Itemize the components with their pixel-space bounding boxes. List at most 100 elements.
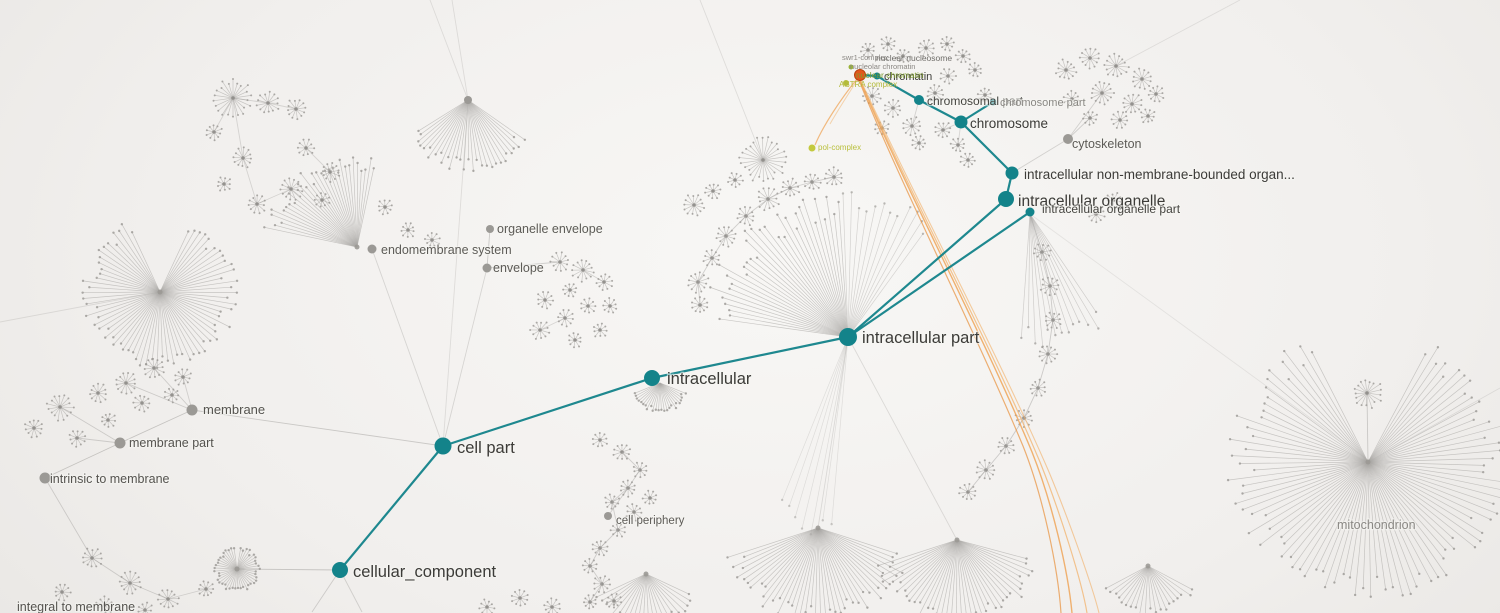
flower-tip-dot [571, 274, 574, 277]
fan-tip-dot [1247, 531, 1251, 535]
graph-edge-gray [442, 101, 469, 447]
flower-spoke [59, 406, 68, 416]
fan-tip-dot [644, 404, 647, 407]
flower-center-dot [648, 496, 652, 500]
label-chromatin[interactable]: chromatin [883, 70, 934, 85]
flower-tip-dot [1073, 66, 1076, 69]
flower-tip-dot [1032, 252, 1035, 255]
flower-tip-dot [594, 335, 597, 338]
term-node-selected[interactable] [1005, 166, 1019, 180]
flower-tip-dot [595, 541, 598, 544]
fan-tip-dot [239, 586, 242, 590]
fan-tip-dot [1244, 447, 1248, 451]
label-nuclear-nucleosome[interactable]: nuclear nucleosome [876, 53, 952, 63]
label-cytoskeleton[interactable]: cytoskeleton [1071, 136, 1143, 153]
term-node-gray[interactable] [186, 404, 198, 416]
flower-tip-dot [132, 401, 135, 404]
term-node-gray[interactable] [482, 263, 492, 273]
label-membrane-part[interactable]: membrane part [128, 435, 216, 452]
label-cell-periphery[interactable]: cell periphery [615, 514, 686, 529]
label-intracellular-organelle-part[interactable]: intracellular organelle part [1041, 201, 1182, 218]
flower-tip-dot [697, 194, 700, 197]
label-cell-part[interactable]: cell part [456, 438, 517, 459]
label-chromosomal-part[interactable]: chromosomal part [926, 93, 1025, 110]
fan-spoke [103, 246, 161, 293]
fan-tip-dot [688, 599, 692, 602]
term-node-gray[interactable] [486, 225, 494, 233]
fan-tip-dot [216, 561, 220, 564]
label-integral-to-membrane[interactable]: integral to membrane [16, 599, 137, 613]
fan-spoke [159, 291, 194, 355]
term-node-selected[interactable] [954, 115, 968, 129]
flower-tip-dot [100, 610, 103, 613]
fan-tip-dot [1030, 570, 1034, 573]
label-swr1-complex[interactable]: swr1-complex [842, 53, 889, 62]
term-node-accent[interactable] [854, 69, 866, 81]
flower-tip-dot [322, 165, 325, 168]
fan-tip-dot [834, 610, 837, 613]
label-cellular-component[interactable]: cellular_component [352, 562, 498, 583]
term-node-gray[interactable] [367, 244, 377, 254]
term-node-gray[interactable] [39, 472, 51, 484]
label-intracellular[interactable]: intracellular [666, 369, 753, 390]
flower-center-dot [1100, 91, 1104, 95]
label-mitochondrion[interactable]: mitochondrion [1336, 517, 1417, 534]
term-node-selected[interactable] [1025, 207, 1035, 217]
fan-tip-dot [1149, 607, 1152, 610]
fan-tip-dot [134, 357, 138, 361]
flower-tip-dot [1077, 99, 1080, 102]
label-astra-complex[interactable]: ASTRA complex [839, 80, 897, 89]
flower-tip-dot [104, 388, 107, 391]
term-node-selected[interactable] [839, 328, 857, 346]
term-node-accent[interactable] [848, 64, 854, 70]
flower-tip-dot [168, 387, 171, 390]
term-node-selected[interactable] [914, 95, 924, 105]
term-node-gray[interactable] [114, 437, 126, 449]
fan-tip-dot [735, 576, 739, 579]
label-organelle-envelope[interactable]: organelle envelope [496, 221, 604, 238]
label-nucleolar-chromatin[interactable]: nucleolar chromatin [850, 62, 915, 71]
fan-tip-dot [800, 527, 804, 530]
term-node-accent[interactable] [843, 80, 849, 86]
label-nuclear-chromatin[interactable]: nuclear chromatin [856, 70, 924, 80]
label-chromosome-part[interactable]: chromosome part [999, 96, 1087, 111]
label-pol-complex[interactable]: pol-complex [818, 143, 861, 152]
flower-tip-dot [91, 549, 94, 552]
fan-tip-dot [247, 583, 250, 587]
term-node-selected[interactable] [989, 98, 997, 106]
label-intrinsic-to-membrane[interactable]: intrinsic to membrane [49, 471, 171, 488]
term-node-selected[interactable] [332, 562, 348, 578]
label-endomembrane-system[interactable]: endomembrane system [380, 242, 513, 259]
label-intracellular-organelle[interactable]: intracellular organelle [1017, 192, 1167, 212]
flower-tip-dot [918, 120, 921, 123]
term-node-gray[interactable] [604, 512, 612, 520]
term-node-gray[interactable] [1063, 134, 1073, 144]
flower-tip-dot [386, 212, 389, 215]
fan-tip-dot [299, 172, 302, 175]
label-intracellular-part[interactable]: intracellular part [861, 328, 981, 349]
fan-tip-dot [1321, 570, 1325, 573]
fan-tip-dot [798, 205, 801, 209]
term-node-selected[interactable] [998, 191, 1014, 207]
flower-tip-dot [267, 110, 270, 113]
flower-tip-dot [782, 181, 785, 184]
flower-tip-dot [887, 113, 890, 116]
fan-spoke [817, 527, 897, 554]
term-node-selected[interactable] [434, 437, 452, 455]
term-node-selected[interactable] [644, 370, 660, 386]
label-envelope[interactable]: envelope [492, 260, 545, 277]
flower-tip-dot [69, 438, 72, 441]
label-membrane[interactable]: membrane [202, 401, 267, 419]
flower-tip-dot [727, 245, 730, 248]
term-node-selected[interactable] [873, 72, 881, 80]
term-node-gray[interactable] [464, 96, 472, 104]
label-chromosome[interactable]: chromosome [969, 115, 1050, 133]
flower-tip-dot [962, 147, 965, 150]
flower-tip-dot [83, 440, 86, 443]
term-node-accent[interactable] [808, 144, 816, 152]
label-intracellular-non-membrane-bounded-organ[interactable]: intracellular non-membrane-bounded organ… [1023, 166, 1296, 184]
flower-tip-dot [228, 178, 231, 181]
fan-tip-dot [680, 396, 683, 399]
